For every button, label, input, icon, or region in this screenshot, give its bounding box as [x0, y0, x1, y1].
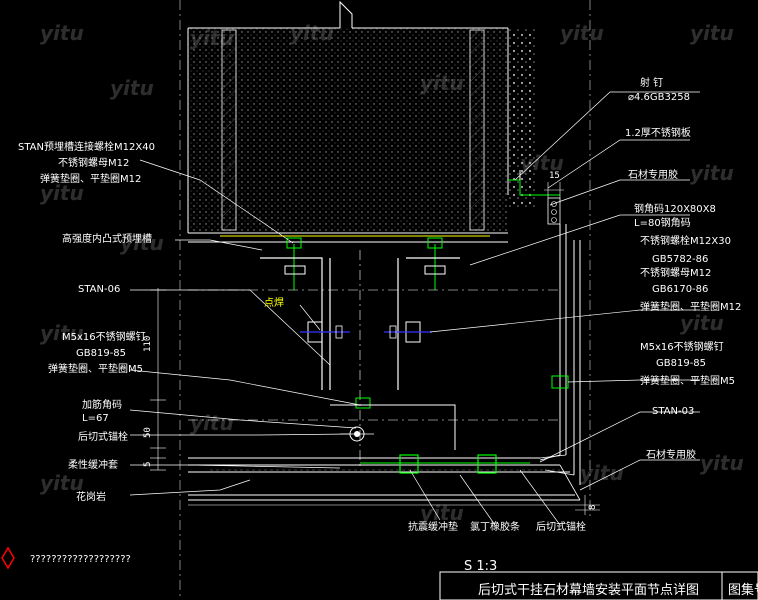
label-gb5782: GB5782-86 [652, 254, 708, 265]
watermark: yitu [700, 451, 744, 475]
left-anchor-assembly [260, 237, 350, 390]
leader-lines [129, 91, 700, 526]
watermark: yitu [690, 21, 734, 45]
steel-plate-edge: 15 [508, 170, 581, 485]
label-neoprene: 氯丁橡胶条 [470, 520, 520, 533]
label-gb6170: GB6170-86 [652, 284, 708, 295]
label-stan06: STAN-06 [78, 284, 120, 295]
watermark: yitu [680, 311, 724, 335]
label-nut-m12-left: 不锈钢螺母M12 [58, 156, 129, 169]
watermark: yitu [40, 21, 84, 45]
rib-angle-assembly [330, 397, 456, 450]
label-steel-plate: 1.2厚不锈钢板 [625, 126, 691, 139]
drawing-title: 后切式干挂石材幕墙安装平面节点详图 [478, 583, 699, 598]
label-back-anchor-bottom: 后切式锚栓 [536, 520, 586, 533]
label-rib-angle: 加筋角码 [82, 398, 122, 411]
label-rib-length: L=67 [82, 413, 109, 424]
watermark: yitu [40, 321, 84, 345]
dim-50: 50 [143, 427, 153, 438]
label-angle-length: L=80钢角码 [634, 216, 691, 229]
watermark: yitu [580, 461, 624, 485]
label-nut-m12-right: 不锈钢螺母M12 [640, 266, 711, 279]
label-screw-m5-left: M5x16不锈钢螺钉 [62, 330, 146, 343]
drawing-scale: S 1:3 [464, 559, 497, 574]
label-embed-channel: 高强度内凸式预埋槽 [62, 232, 152, 245]
label-stone-glue-bottom: 石材专用胶 [646, 448, 696, 461]
watermark: yitu [110, 76, 154, 100]
warning-icon [1, 546, 15, 570]
watermark: yitu [560, 21, 604, 45]
label-stone-glue-top: 石材专用胶 [628, 168, 678, 181]
granite-panel [188, 454, 600, 506]
garbled-text: ??????????????????? [30, 554, 131, 565]
right-anchor-assembly [384, 237, 460, 390]
label-stan03: STAN-03 [652, 406, 694, 417]
dim-110: 110 [143, 336, 153, 352]
label-shock-pad: 抗震缓冲垫 [408, 520, 458, 533]
left-dimension-column: 110 50 5 [143, 288, 166, 471]
center-lines [188, 250, 560, 470]
watermark: yitu [40, 471, 84, 495]
label-bolt-m12x30: 不锈钢螺栓M12X30 [640, 234, 731, 247]
right-bottom-dimension: 8 [575, 495, 600, 515]
label-stan-bolt: STAN预埋槽连接螺栓M12X40 [18, 140, 155, 153]
label-nail: 射 钉 [640, 77, 663, 89]
label-weld-point: 点焊 [264, 297, 284, 309]
concrete-wall [187, 0, 536, 243]
label-gb819-right: GB819-85 [656, 358, 706, 369]
watermark: yitu [120, 231, 164, 255]
frame-lines [179, 0, 758, 600]
label-nail-spec: ⌀4.6GB3258 [628, 92, 690, 103]
label-angle-code: 钢角码120X80X8 [634, 202, 716, 215]
dim-15: 15 [549, 171, 560, 181]
label-washer-m12-right: 弹簧垫圈、平垫圈M12 [640, 300, 741, 313]
label-washer-m5-left: 弹簧垫圈、平垫圈M5 [48, 362, 143, 375]
label-washer-m5-right: 弹簧垫圈、平垫圈M5 [640, 374, 735, 387]
atlas-number: 图集号 [728, 582, 758, 598]
watermark: yitu [690, 161, 734, 185]
label-granite: 花岗岩 [76, 490, 106, 503]
dim-8: 8 [588, 505, 598, 510]
watermark: yitu [190, 411, 234, 435]
label-flex-pad: 柔性缓冲套 [68, 458, 118, 471]
label-screw-m5-right: M5x16不锈钢螺钉 [640, 340, 724, 353]
label-gb819-left: GB819-85 [76, 348, 126, 359]
dim-5: 5 [143, 462, 153, 467]
watermark: yitu [40, 181, 84, 205]
label-back-anchor: 后切式锚栓 [78, 430, 128, 443]
label-washer-m12-left: 弹簧垫圈、平垫圈M12 [40, 172, 141, 185]
